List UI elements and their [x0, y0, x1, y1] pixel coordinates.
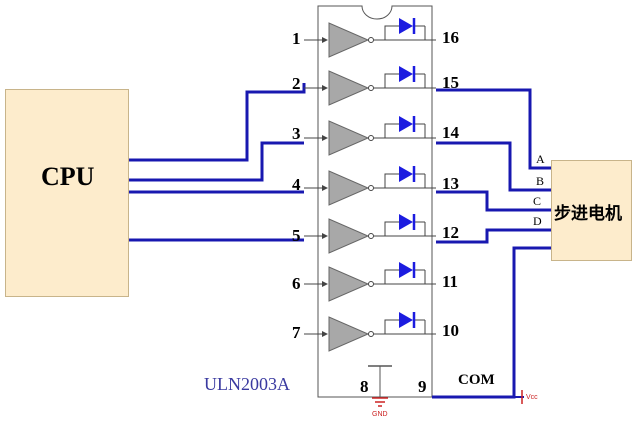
wire-out15-to-A: [436, 88, 551, 170]
diode-icon: [399, 214, 416, 230]
buffer-inverter-icon: [328, 70, 370, 106]
input-pin-7: 7: [292, 323, 301, 342]
stepper-motor-label: 步进电机: [554, 204, 622, 224]
phase-label-b: B: [536, 174, 545, 188]
com-pin-9: 9: [418, 377, 427, 396]
output-pin-12: 12: [442, 223, 459, 242]
diode-icon: [399, 66, 416, 82]
wire-cpu-to-in3: [129, 141, 304, 182]
driver-stage-1: [304, 18, 436, 58]
stepper-motor-block: [551, 160, 632, 261]
driver-stage-2: [304, 66, 436, 106]
wire-out14-to-B: [436, 141, 551, 192]
driver-stage-7: [304, 312, 436, 352]
phase-label-a: A: [536, 152, 545, 166]
chip-name-label: ULN2003A: [204, 374, 290, 394]
vcc-symbol-label: Vcc: [526, 394, 538, 401]
driver-stage-5: [304, 214, 436, 254]
output-pin-11: 11: [442, 272, 459, 291]
diode-icon: [399, 262, 416, 278]
output-pin-13: 13: [442, 174, 459, 193]
ground-icon: [372, 397, 388, 407]
input-pin-6: 6: [292, 274, 301, 293]
phase-label-d: D: [533, 214, 542, 228]
input-pin-2: 2: [292, 74, 301, 93]
ground-symbol-label: GND: [372, 411, 388, 418]
cpu-label: CPU: [41, 162, 95, 191]
wire-out12-to-D: [436, 228, 551, 244]
output-pin-15: 15: [442, 73, 459, 92]
input-pin-4: 4: [292, 175, 301, 194]
output-pin-14: 14: [442, 123, 459, 142]
driver-stage-4: [304, 166, 436, 206]
chip-outline: [317, 5, 433, 398]
output-pin-10: 10: [442, 321, 459, 340]
driver-stage-6: [304, 262, 436, 302]
buffer-inverter-icon: [328, 316, 370, 352]
buffer-inverter-icon: [328, 266, 370, 302]
input-pin-1: 1: [292, 29, 301, 48]
gnd-pin-8: 8: [360, 377, 369, 396]
input-pin-5: 5: [292, 226, 301, 245]
input-pin-3: 3: [292, 124, 301, 143]
output-pin-16: 16: [442, 28, 459, 47]
diode-icon: [399, 166, 416, 182]
buffer-inverter-icon: [328, 120, 370, 156]
cpu-block: [5, 89, 129, 297]
buffer-inverter-icon: [328, 22, 370, 58]
buffer-inverter-icon: [328, 218, 370, 254]
buffer-inverter-icon: [328, 170, 370, 206]
com-label: COM: [458, 372, 495, 388]
wire-cpu-to-in2: [129, 83, 306, 162]
wire-out13-to-C: [436, 190, 551, 212]
phase-label-c: C: [533, 194, 542, 208]
diode-icon: [399, 18, 416, 34]
wire-motor-com: [432, 246, 551, 399]
diode-icon: [399, 312, 416, 328]
driver-stage-3: [304, 116, 436, 156]
diode-icon: [399, 116, 416, 132]
